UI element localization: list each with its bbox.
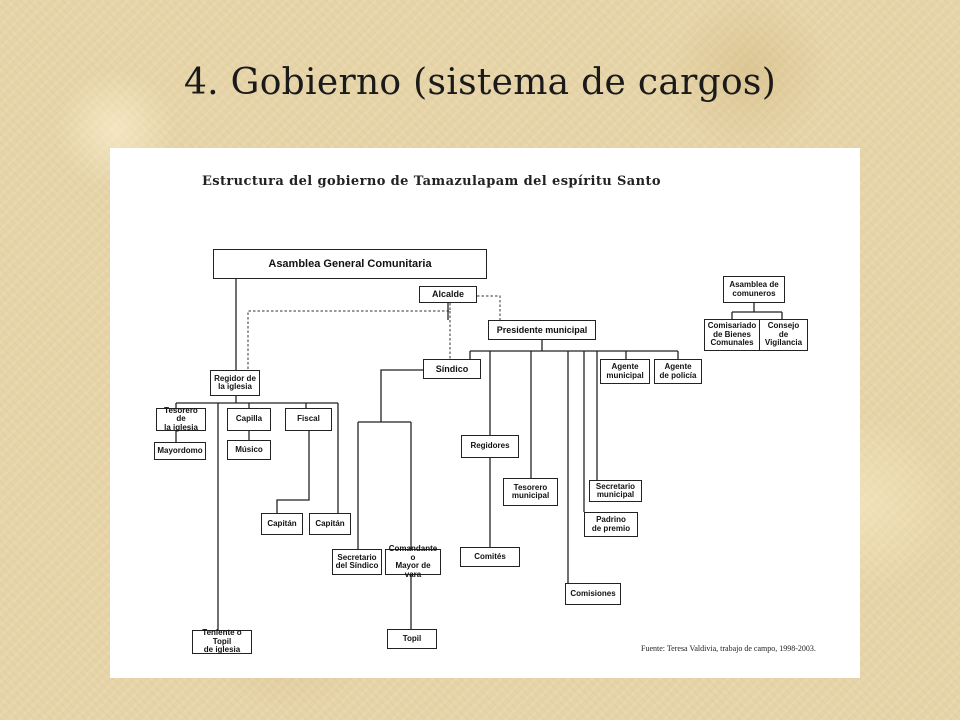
source-note: Fuente: Teresa Valdivia, trabajo de camp… xyxy=(641,644,816,653)
node-agente-policia: Agente de policía xyxy=(654,359,702,384)
node-mayordomo: Mayordomo xyxy=(154,442,206,460)
node-fiscal: Fiscal xyxy=(285,408,332,431)
node-comandante: Comandante o Mayor de vara xyxy=(385,544,441,578)
node-capitan-1: Capitán xyxy=(261,513,303,535)
line-comuneros-bus xyxy=(731,303,783,319)
node-secretario-municipal: Secretario municipal xyxy=(589,480,642,502)
node-agente-municipal: Agente municipal xyxy=(600,359,650,384)
node-comisiones: Comisiones xyxy=(565,583,621,605)
line-sindico-down xyxy=(358,369,423,423)
node-topil: Topil xyxy=(387,629,437,649)
node-tesorero-iglesia: Tesorero de la iglesia xyxy=(156,406,206,431)
node-regidor-iglesia: Regidor de la iglesia xyxy=(210,370,260,396)
node-presidente-municipal: Presidente municipal xyxy=(488,320,596,340)
chart-heading: Estructura del gobierno de Tamazulapam d… xyxy=(202,174,661,189)
node-asamblea-comuneros: Asamblea de comuneros xyxy=(723,276,785,303)
node-teniente-topil: Teniente o Topil de iglesia xyxy=(192,629,252,654)
node-consejo-vigilancia: Consejo de Vigilancia xyxy=(759,319,808,351)
node-sindico: Síndico xyxy=(423,359,481,379)
node-comites: Comités xyxy=(460,547,520,567)
node-secretario-sindico: Secretario del Síndico xyxy=(332,549,382,575)
node-alcalde: Alcalde xyxy=(419,286,477,303)
node-capilla: Capilla xyxy=(227,408,271,431)
node-padrino-premio: Padrino de premio xyxy=(584,512,638,537)
line-regidor-bus xyxy=(176,396,338,404)
dashed-alcalde-regidor xyxy=(247,303,451,370)
node-musico: Músico xyxy=(227,440,271,460)
node-regidores: Regidores xyxy=(461,435,519,458)
connector-lines xyxy=(175,279,783,630)
org-chart-figure: Estructura del gobierno de Tamazulapam d… xyxy=(110,148,860,678)
line-presidente-bus xyxy=(470,340,678,352)
node-asamblea-general: Asamblea General Comunitaria xyxy=(213,249,487,279)
dashed-alcalde-presidente xyxy=(477,295,501,320)
slide-title: 4. Gobierno (sistema de cargos) xyxy=(183,62,777,103)
node-capitan-2: Capitán xyxy=(309,513,351,535)
node-tesorero-municipal: Tesorero municipal xyxy=(503,478,558,506)
line-fiscal-capitan xyxy=(276,431,310,513)
node-comisariado: Comisariado de Bienes Comunales xyxy=(704,319,760,351)
